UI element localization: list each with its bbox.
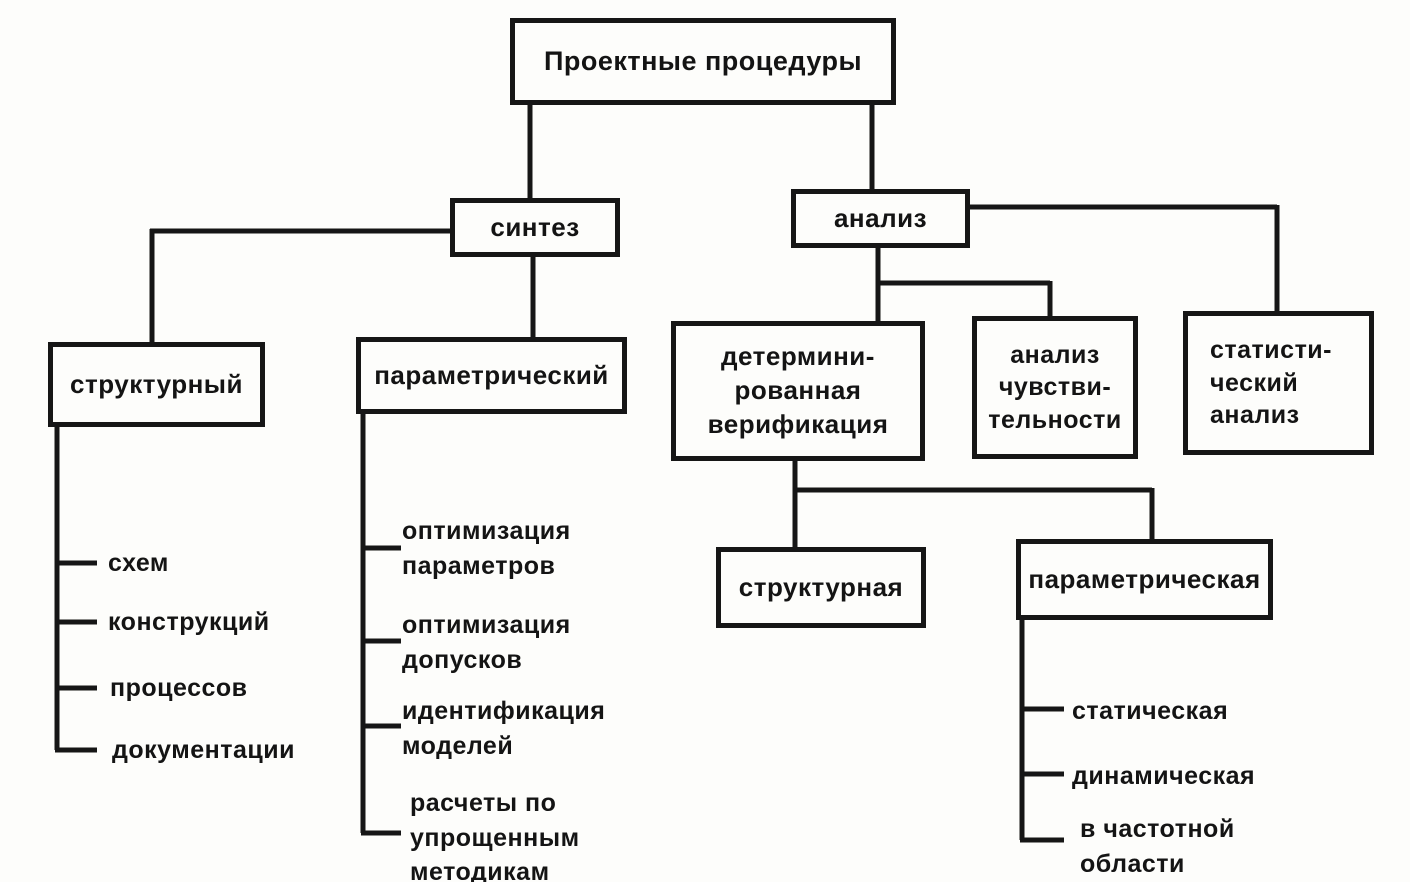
node-parametric-verification-label: параметрическая (1028, 563, 1261, 594)
node-statistical-analysis-label: статисти- ческий анализ (1210, 336, 1333, 430)
node-sensitivity-analysis-label: анализ чувстви- тельности (988, 340, 1122, 434)
leaf-processes: процессов (110, 674, 248, 702)
leaf-schemes: схем (108, 549, 169, 577)
leaf-simplified-calculations: расчеты по упрощенным методикам (410, 789, 580, 882)
leaf-tolerance-optimization: оптимизация допусков (402, 611, 571, 674)
node-analysis-label: анализ (833, 202, 928, 233)
node-deterministic-verification-label: детермини- рованная верификация (707, 341, 889, 439)
node-parametric-synthesis: параметрический (356, 337, 627, 414)
node-parametric-synthesis-label: параметрический (374, 359, 609, 390)
node-structural-verification-label: структурная (738, 571, 904, 602)
node-design-procedures-label: Проектные процедуры (543, 45, 863, 76)
node-statistical-analysis: статисти- ческий анализ (1183, 311, 1374, 455)
node-synthesis-label: синтез (490, 211, 580, 242)
node-deterministic-verification: детермини- рованная верификация (671, 321, 925, 461)
node-structural-synthesis-label: структурный (70, 368, 243, 399)
leaf-frequency-domain: в частотной области (1080, 815, 1235, 878)
node-synthesis: синтез (450, 198, 620, 257)
leaf-model-identification: идентификация моделей (402, 697, 606, 760)
leaf-dynamic: динамическая (1072, 762, 1256, 790)
node-structural-verification: структурная (716, 547, 926, 628)
leaf-documentation: документации (112, 736, 295, 764)
node-parametric-verification: параметрическая (1016, 539, 1273, 620)
leaf-parameter-optimization: оптимизация параметров (402, 517, 571, 580)
leaf-constructions: конструкций (108, 608, 270, 636)
node-design-procedures: Проектные процедуры (510, 18, 896, 105)
node-analysis: анализ (791, 189, 970, 248)
node-structural-synthesis: структурный (48, 342, 265, 427)
leaf-static: статическая (1072, 697, 1229, 725)
node-sensitivity-analysis: анализ чувстви- тельности (972, 316, 1138, 459)
